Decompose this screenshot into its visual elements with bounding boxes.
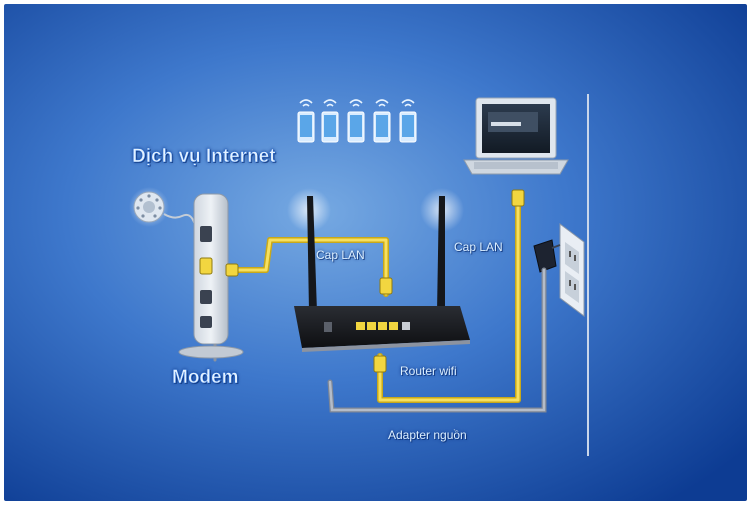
- modem-label: Modem: [172, 367, 239, 389]
- router-antenna-left: [307, 196, 317, 312]
- lan-cables: [225, 189, 525, 403]
- lan-cable-label-right: Cap LAN: [454, 240, 503, 254]
- laptop-icon: [463, 97, 569, 175]
- internet-service-label: Dịch vụ Internet: [132, 146, 276, 168]
- smartphone-icon: [321, 111, 339, 143]
- wall-outlet-icon: [559, 223, 585, 317]
- smartphone-icon: [399, 111, 417, 143]
- router-antenna-right: [437, 196, 445, 312]
- rj45-connector: [225, 263, 239, 277]
- smartphone-group: [297, 99, 417, 143]
- telephone-icon: [129, 187, 203, 239]
- rj45-connector: [511, 189, 525, 207]
- rj45-connector: [379, 277, 393, 295]
- modem-icon: [178, 193, 244, 359]
- network-diagram: Dịch vụ Internet Modem Cap LAN Cap LAN R…: [4, 4, 747, 501]
- power-adapter-label: Adapter nguồn: [388, 428, 467, 442]
- router-lan-ports: [356, 322, 398, 330]
- wifi-signal-icon: [299, 99, 415, 107]
- diagram-svg: [4, 4, 747, 501]
- smartphone-icon: [297, 111, 315, 143]
- power-adapter-icon: [533, 239, 561, 273]
- smartphone-icon: [373, 111, 391, 143]
- lan-cable-label-left: Cap LAN: [316, 248, 365, 262]
- router-icon: [287, 188, 470, 352]
- router-wifi-label: Router wifi: [400, 364, 457, 378]
- smartphone-icon: [347, 111, 365, 143]
- background: [4, 4, 747, 501]
- rj45-connector: [373, 355, 387, 373]
